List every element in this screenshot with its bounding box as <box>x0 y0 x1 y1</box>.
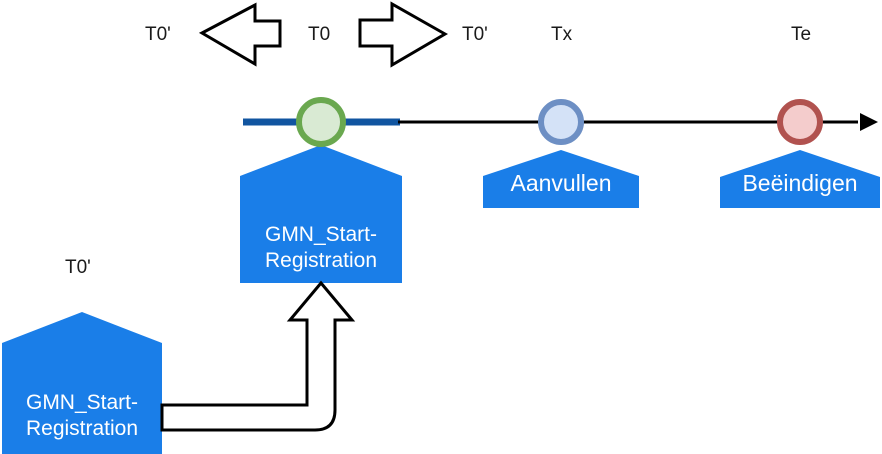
node-shape-beeindigen[interactable] <box>720 150 880 208</box>
connector-correction-arrow[interactable] <box>160 280 356 432</box>
correction-forward-arrow <box>358 1 449 68</box>
node-shape-gmn-start-registration-t0-prime[interactable] <box>2 312 162 454</box>
marker-t0-icon[interactable] <box>296 97 346 147</box>
correction-backward-arrow <box>198 2 282 67</box>
label-tx: Tx <box>551 24 573 45</box>
marker-tx-icon[interactable] <box>538 99 584 145</box>
node-shape-aanvullen[interactable] <box>483 150 639 208</box>
label-t0-prime-right: T0' <box>462 24 488 45</box>
label-t0-prime-left: T0' <box>145 24 171 45</box>
label-t0: T0 <box>308 24 331 45</box>
timeline-axis-arrowhead <box>860 113 878 131</box>
marker-te-icon[interactable] <box>777 99 823 145</box>
node-shape-gmn-start-registration-t0[interactable] <box>240 145 402 283</box>
label-t0-prime-bottom-node: T0' <box>65 257 91 278</box>
label-te: Te <box>791 24 812 45</box>
